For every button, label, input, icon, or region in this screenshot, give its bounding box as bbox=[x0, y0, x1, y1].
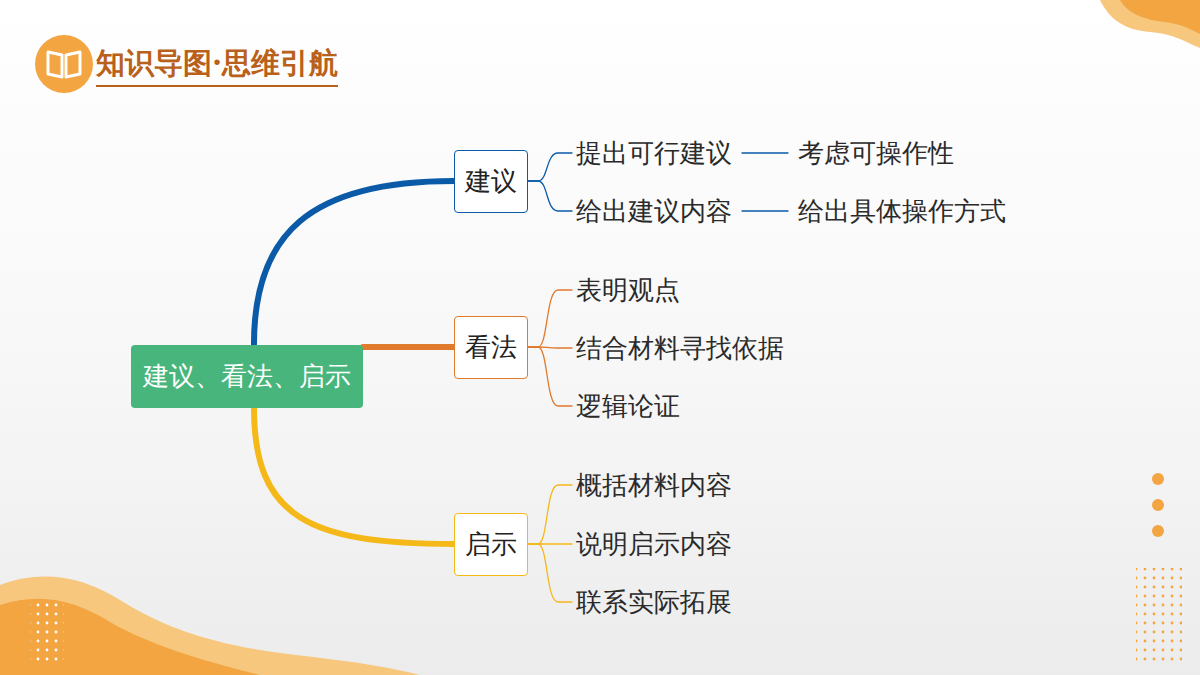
node-text: 给出具体操作方式 bbox=[798, 194, 1006, 229]
connector bbox=[254, 408, 454, 545]
leaf-text: 逻辑论证 bbox=[576, 387, 680, 426]
connector bbox=[742, 152, 788, 153]
leaf-text: 提出可行建议 bbox=[576, 134, 732, 173]
connector bbox=[742, 210, 788, 211]
root-box: 建议、看法、启示 bbox=[131, 345, 363, 408]
top-right-wave bbox=[1100, 0, 1200, 48]
node-text: 概括材料内容 bbox=[576, 468, 732, 503]
node-text: 说明启示内容 bbox=[576, 527, 732, 562]
node-text: 逻辑论证 bbox=[576, 389, 680, 424]
node-text: 提出可行建议 bbox=[576, 136, 732, 171]
book-icon bbox=[35, 35, 93, 93]
slide-title: 知识导图·思维引航 bbox=[96, 44, 338, 87]
node-text: 联系实际拓展 bbox=[576, 585, 732, 620]
leaf-text: 联系实际拓展 bbox=[576, 583, 732, 622]
node-text: 启示 bbox=[465, 527, 517, 562]
connector bbox=[528, 485, 572, 544]
connector bbox=[363, 344, 454, 350]
leaf-text: 结合材料寻找依据 bbox=[576, 329, 784, 368]
branch-box: 看法 bbox=[454, 316, 528, 379]
node-text: 表明观点 bbox=[576, 273, 680, 308]
node-text: 考虑可操作性 bbox=[798, 136, 954, 171]
node-text: 结合材料寻找依据 bbox=[576, 331, 784, 366]
connector bbox=[528, 290, 572, 347]
leaf-text: 表明观点 bbox=[576, 271, 680, 310]
branch-box: 启示 bbox=[454, 513, 528, 576]
connector bbox=[254, 181, 454, 345]
node-text: 看法 bbox=[465, 330, 517, 365]
node-text: 建议、看法、启示 bbox=[143, 359, 351, 394]
node-text: 给出建议内容 bbox=[576, 194, 732, 229]
connector bbox=[528, 347, 572, 406]
connector bbox=[528, 544, 572, 602]
bottom-left-wave bbox=[0, 577, 420, 675]
leaf-text: 概括材料内容 bbox=[576, 466, 732, 505]
side-dots bbox=[1152, 473, 1164, 537]
dot-grid bbox=[1136, 568, 1182, 664]
connector bbox=[528, 153, 572, 181]
leaf-text: 考虑可操作性 bbox=[798, 134, 954, 173]
connector bbox=[528, 181, 572, 211]
leaf-text: 给出建议内容 bbox=[576, 192, 732, 231]
leaf-text: 给出具体操作方式 bbox=[798, 192, 1006, 231]
leaf-text: 说明启示内容 bbox=[576, 525, 732, 564]
node-text: 建议 bbox=[465, 164, 517, 199]
branch-box: 建议 bbox=[454, 150, 528, 213]
